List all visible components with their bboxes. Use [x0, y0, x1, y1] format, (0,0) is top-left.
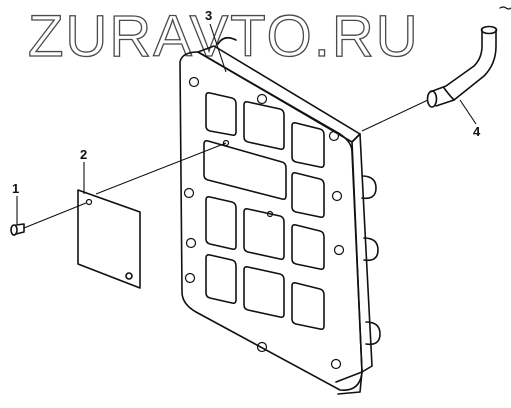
- mounting-holes: [183, 76, 345, 370]
- plate-bosses: [217, 36, 381, 346]
- rivet: [10, 223, 25, 236]
- callout-3: 3: [205, 8, 212, 23]
- elbow-pipe: [426, 6, 511, 108]
- callout-1: 1: [12, 181, 19, 196]
- identification-plate: [77, 189, 141, 289]
- plate-face: [179, 51, 363, 391]
- watermark-text: ZURAVTO.RU: [28, 4, 420, 69]
- cover-plate: [179, 36, 381, 395]
- callout-2: 2: [80, 147, 87, 162]
- leader-lines: [16, 23, 477, 229]
- window-pockets: [203, 92, 325, 330]
- callout-4: 4: [473, 124, 481, 139]
